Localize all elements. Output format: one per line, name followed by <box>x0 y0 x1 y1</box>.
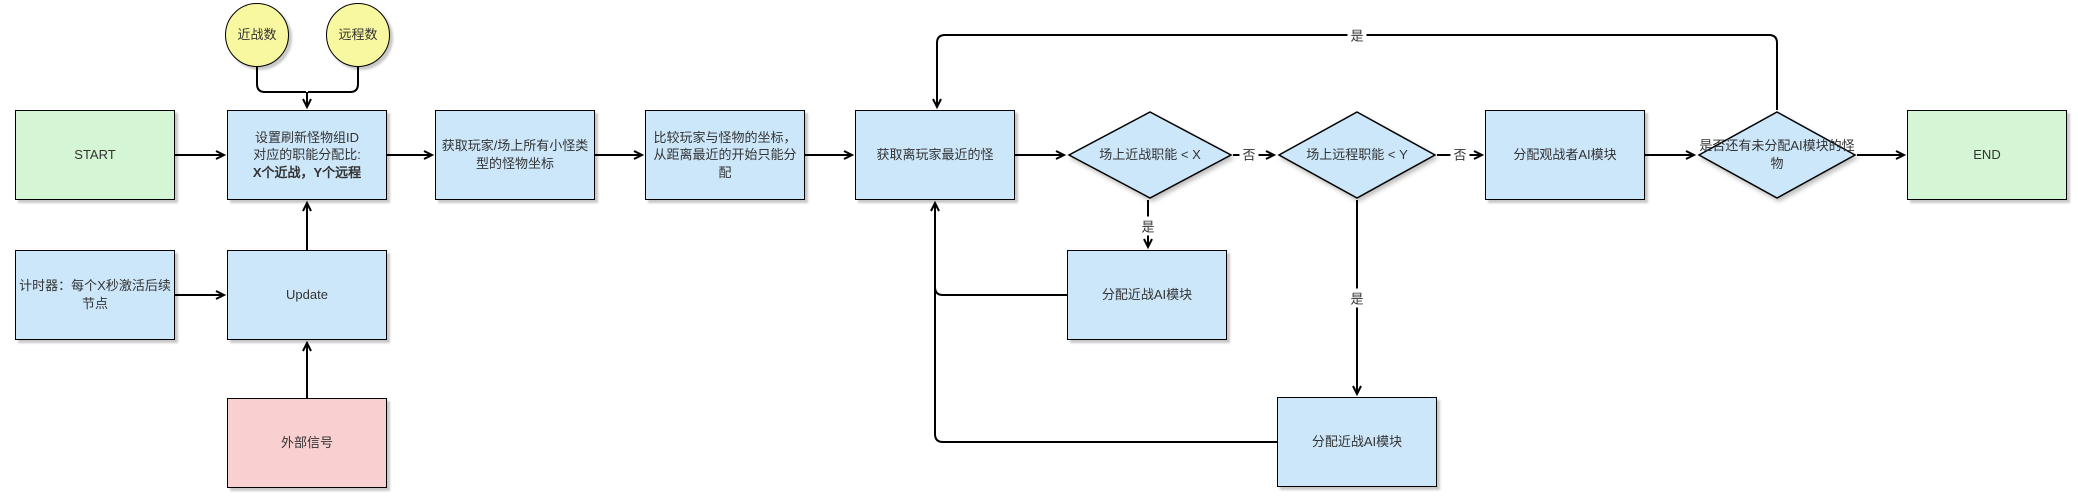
node-ranged-count[interactable]: 远程数 <box>326 3 390 67</box>
node-assign-spectator-label: 分配观战者AI模块 <box>1513 147 1617 163</box>
edge-label-yes-ranged: 是 <box>1347 288 1367 308</box>
edge-remaining-yes-loop <box>932 34 1778 110</box>
set-ratio-line3: X个近战，Y个远程 <box>252 164 362 180</box>
node-start-label: START <box>74 147 116 163</box>
node-external-signal[interactable]: 外部信号 <box>227 398 387 488</box>
edge-label-yes-melee: 是 <box>1138 216 1158 236</box>
node-get-nearest-label: 获取离玩家最近的怪 <box>876 147 994 163</box>
diamond-shape <box>1277 111 1437 199</box>
node-decision-melee-label: 场上近战职能 < X <box>1099 147 1201 163</box>
node-assign-melee-top[interactable]: 分配近战AI模块 <box>1067 250 1227 340</box>
edge-label-no-ranged: 否 <box>1450 144 1470 164</box>
node-get-nearest[interactable]: 获取离玩家最近的怪 <box>855 110 1015 200</box>
edge-label-no-melee: 否 <box>1239 144 1259 164</box>
node-melee-count-label: 近战数 <box>237 27 277 43</box>
node-get-coords[interactable]: 获取玩家/场上所有小怪类型的怪物坐标 <box>435 110 595 200</box>
edge-melee-count-merge <box>256 67 306 93</box>
diamond-shape <box>1697 111 1857 199</box>
edge-label-yes-loop: 是 <box>1347 25 1367 45</box>
node-get-coords-label: 获取玩家/场上所有小怪类型的怪物坐标 <box>441 138 589 171</box>
set-ratio-line1: 设置刷新怪物组ID <box>254 129 359 145</box>
node-decision-remaining-label: 是否还有未分配AI模块的怪物 <box>1699 138 1855 171</box>
node-decision-ranged-label: 场上远程职能 < Y <box>1306 147 1408 163</box>
edge-assign-top-loop <box>934 250 1067 296</box>
diamond-shape <box>1067 111 1233 199</box>
node-assign-melee-bottom[interactable]: 分配近战AI模块 <box>1277 397 1437 487</box>
node-update-label: Update <box>286 287 328 303</box>
set-ratio-line2: 对应的职能分配比: <box>253 147 361 163</box>
node-timer[interactable]: 计时器：每个X秒激活后续节点 <box>15 250 175 340</box>
node-end[interactable]: END <box>1907 110 2067 200</box>
node-compare-coords[interactable]: 比较玩家与怪物的坐标，从距离最近的开始只能分配 <box>645 110 805 200</box>
node-external-signal-label: 外部信号 <box>280 435 333 451</box>
node-set-ratio[interactable]: 设置刷新怪物组ID 对应的职能分配比: X个近战，Y个远程 <box>227 110 387 200</box>
node-update[interactable]: Update <box>227 250 387 340</box>
node-assign-spectator[interactable]: 分配观战者AI模块 <box>1485 110 1645 200</box>
node-ranged-count-label: 远程数 <box>338 27 378 43</box>
node-set-ratio-label: 设置刷新怪物组ID 对应的职能分配比: X个近战，Y个远程 <box>253 129 361 182</box>
edge-ranged-count-merge <box>308 67 359 93</box>
node-assign-melee-bottom-label: 分配近战AI模块 <box>1311 434 1403 450</box>
node-decision-ranged[interactable]: 场上远程职能 < Y <box>1277 110 1437 200</box>
node-decision-remaining[interactable]: 是否还有未分配AI模块的怪物 <box>1697 110 1857 200</box>
node-end-label: END <box>1973 147 2001 163</box>
node-timer-label: 计时器：每个X秒激活后续节点 <box>19 278 171 311</box>
node-start[interactable]: START <box>15 110 175 200</box>
node-compare-coords-label: 比较玩家与怪物的坐标，从距离最近的开始只能分配 <box>653 129 797 180</box>
node-melee-count[interactable]: 近战数 <box>225 3 289 67</box>
node-decision-melee[interactable]: 场上近战职能 < X <box>1067 110 1233 200</box>
node-assign-melee-top-label: 分配近战AI模块 <box>1101 287 1193 303</box>
